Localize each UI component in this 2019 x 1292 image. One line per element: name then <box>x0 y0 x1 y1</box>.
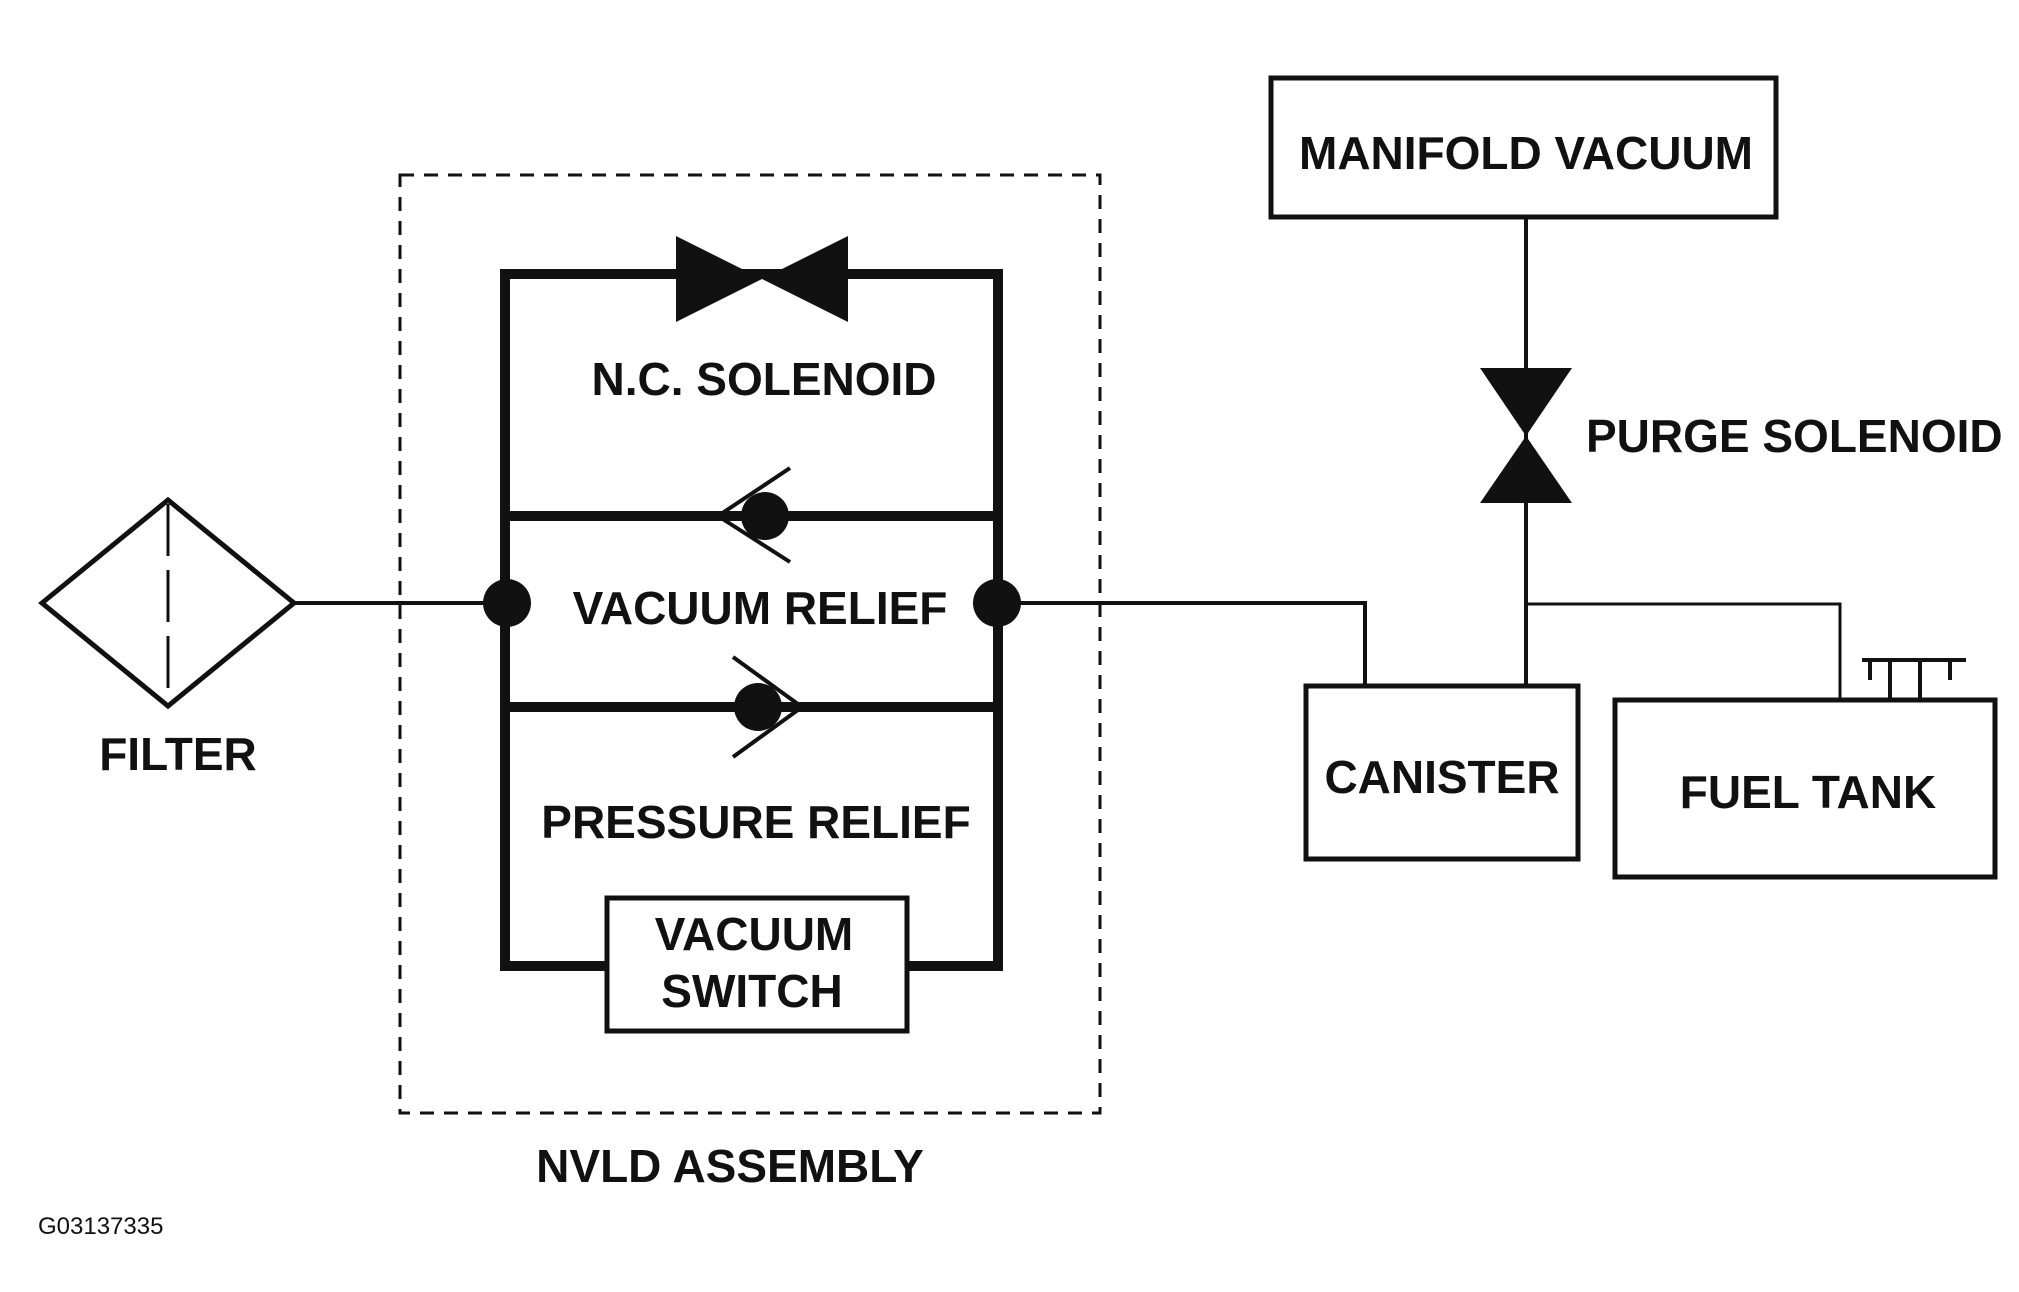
manifold-vacuum-box <box>1268 75 1779 220</box>
nc-solenoid-label: N.C. SOLENOID <box>591 353 936 405</box>
vacuum-switch-label-line1: VACUUM <box>655 908 853 960</box>
purge-solenoid-label: PURGE SOLENOID <box>1586 410 2003 462</box>
vacuum-switch-label-line2: SWITCH <box>661 965 842 1017</box>
canister-label: CANISTER <box>1324 751 1559 803</box>
fuel-tank-cap-icon <box>1862 658 1966 700</box>
manifold-vacuum-label: MANIFOLD VACUUM <box>1299 127 1753 179</box>
nvld-assembly-label: NVLD ASSEMBLY <box>536 1140 924 1192</box>
vacuum-switch-box <box>604 895 910 1034</box>
fuel-tank-label: FUEL TANK <box>1680 766 1936 818</box>
pressure-relief-label: PRESSURE RELIEF <box>541 796 970 848</box>
fuel-tank-box <box>1612 697 1998 880</box>
pressure-relief-check-valve-icon <box>731 655 804 759</box>
nvld-left-junction <box>483 579 531 627</box>
purge-to-fuel-tank-line <box>1526 602 1842 700</box>
figure-code: G03137335 <box>38 1213 163 1240</box>
canister-box <box>1303 683 1581 862</box>
purge-solenoid-valve-icon <box>1480 368 1572 503</box>
nvld-to-canister-line <box>997 601 1367 688</box>
nc-solenoid-valve-icon <box>676 236 848 322</box>
nvld-assembly-boundary <box>398 173 1102 1115</box>
vacuum-relief-check-valve-icon <box>716 466 792 564</box>
filter-label: FILTER <box>99 728 257 780</box>
filter-symbol <box>38 496 298 710</box>
vacuum-relief-label: VACUUM RELIEF <box>573 582 948 634</box>
